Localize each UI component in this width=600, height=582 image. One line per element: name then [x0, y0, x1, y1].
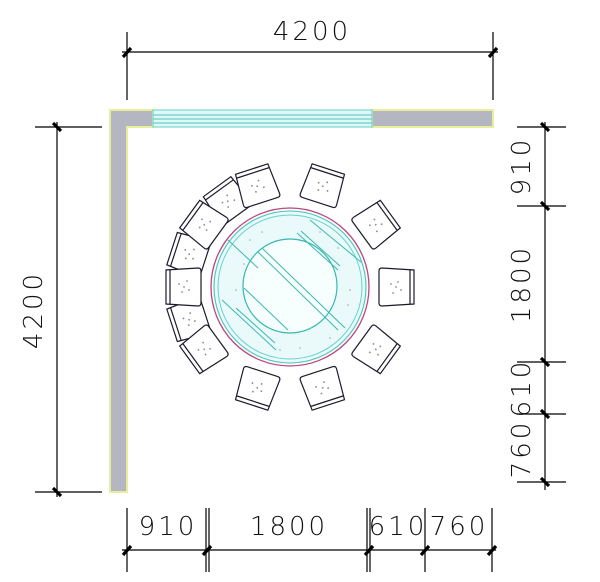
window	[152, 109, 373, 128]
chair	[234, 163, 281, 209]
right-dimension-label-2: 1800	[507, 245, 537, 323]
bottom-dimension-chain: 910 1800 610 760	[121, 508, 498, 572]
top-dimension-label: 4200	[273, 17, 351, 47]
chair	[351, 199, 402, 250]
top-dimension: 4200	[121, 17, 499, 100]
chair-ring	[165, 163, 415, 411]
left-dimension-label: 4200	[19, 271, 49, 349]
chair	[351, 324, 402, 375]
left-dimension: 4200	[19, 121, 102, 498]
right-dimension-chain: 910 1800 610 760	[507, 121, 566, 490]
right-dimension-label-1: 910	[507, 137, 537, 196]
right-dimension-label-4: 760	[507, 420, 537, 479]
chair	[299, 163, 346, 209]
round-table	[210, 207, 370, 367]
chair	[178, 324, 229, 375]
bottom-dimension-label-3: 610	[369, 512, 428, 542]
chair	[378, 267, 415, 307]
chair	[299, 365, 346, 411]
right-dimension-label-3: 610	[507, 359, 537, 418]
glass-reflection	[221, 219, 362, 351]
bottom-dimension-label-1: 910	[139, 512, 198, 542]
bottom-dimension-label-2: 1800	[250, 512, 328, 542]
bottom-dimension-label-4: 760	[430, 512, 489, 542]
chair	[178, 199, 229, 250]
chair	[234, 365, 281, 411]
lazy-susan	[242, 238, 338, 334]
chair	[165, 267, 202, 307]
